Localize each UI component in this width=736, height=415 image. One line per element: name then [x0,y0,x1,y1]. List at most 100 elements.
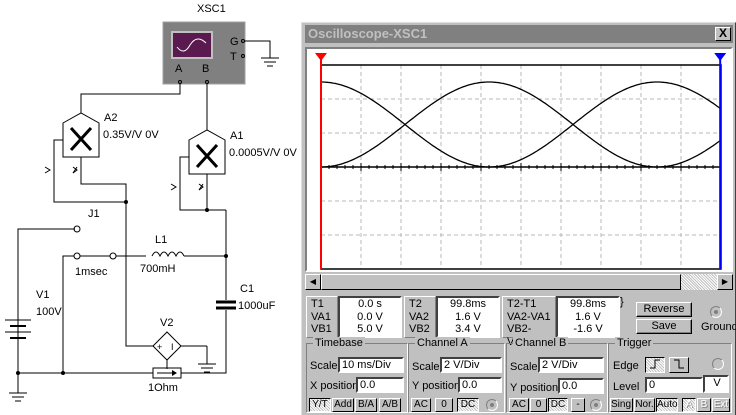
channel-a-group: Channel A Scale 2 V/Div Y position 0.0 A… [408,337,505,413]
channel-b-ypos-label: Y position [510,382,559,394]
terminal-b: B [202,63,209,75]
scope-screen [305,47,733,272]
rising-edge-button[interactable] [645,357,665,373]
channel-a-ac-button[interactable]: AC [411,398,431,412]
trigger-auto-button[interactable]: Auto [656,398,678,412]
channel-b-zero-button[interactable]: 0 [530,398,547,412]
value-t1: 0.0 s [358,298,382,310]
value-t2-t1: 99.8ms [569,298,607,310]
ground-label: Ground [701,321,736,333]
label-vb2: VB2 [409,323,430,335]
channel-b-ac-button[interactable]: AC [509,398,529,412]
a1-value: 0.0005V/V 0V [229,147,298,159]
value-vb1: 5.0 V [357,323,383,335]
channel-a-ypos-label: Y position [412,380,461,392]
reverse-button[interactable]: Reverse [636,302,692,317]
x-position-field[interactable]: 0.0 [356,377,404,393]
mode-yt-button[interactable]: Y/T [309,398,331,412]
waveform-channel-a [321,81,722,168]
label-t2-t1: T2-T1 [507,298,537,310]
level-label: Level [613,381,640,393]
trigger-single-button[interactable]: Sing. [610,398,634,412]
trigger-source-b-button[interactable]: B [697,398,711,412]
value-va2: 1.6 V [455,310,481,323]
value-va1: 0.0 V [357,310,383,323]
channel-a-title: Channel A [415,337,470,349]
value-vb2: 3.4 V [455,323,481,335]
channel-b-scale-label: Scale [510,361,538,373]
trigger-source-ext-button[interactable]: Ext [712,398,730,412]
ground-radio[interactable] [710,306,722,318]
readout-diff: T2-T1 VA2-VA1 VB2-VB1 99.8ms 1.6 V -1.6 … [502,296,624,348]
timebase-title: Timebase [313,337,365,349]
x-position-label: X position [310,380,359,392]
circuit-schematic: XSC1 G T A B [5,3,298,402]
label-t2: T2 [409,298,422,310]
level-field[interactable]: 0 [645,377,703,393]
rising-edge-icon [650,359,660,369]
scroll-thumb[interactable] [321,274,681,290]
trigger-group: Trigger Edge Level 0 V Sing. Nor. Auto A… [608,337,732,413]
v2-ref: V2 [160,317,173,329]
mode-add-button[interactable]: Add [332,398,354,412]
channel-b-dc-button[interactable]: DC [548,398,568,412]
channel-b-title: Channel B [513,337,569,349]
svg-text:+: + [157,342,162,352]
channel-a-ypos-field[interactable]: 0.0 [458,377,502,393]
channel-a-scale-label: Scale [412,361,440,373]
timebase-scale-field[interactable]: 10 ms/Div [338,357,404,373]
trigger-radio[interactable] [712,358,724,370]
oscilloscope-component[interactable]: G T A B [162,21,246,85]
readout-t2: T2 VA2 VB2 99.8ms 1.6 V 3.4 V [404,296,500,338]
terminal-g: G [230,36,239,48]
channel-b-radio[interactable] [590,399,602,411]
window-titlebar[interactable]: Oscilloscope-XSC1 X [305,25,733,43]
edge-label: Edge [613,360,639,372]
window-title: Oscilloscope-XSC1 [308,26,428,41]
waveform-channel-b [321,81,722,168]
channel-b-invert-button[interactable]: - [571,398,585,412]
timebase-group: Timebase Scale 10 ms/Div X position 0.0 … [306,337,408,413]
trigger-normal-button[interactable]: Nor. [634,398,655,412]
scroll-right-button[interactable]: ▶ [717,274,733,290]
channel-a-radio[interactable] [486,399,498,411]
a2-ref: A2 [104,112,117,124]
l1-value: 700mH [140,263,176,275]
cursor-t1-handle [315,53,327,61]
level-unit[interactable]: V [703,375,729,393]
close-button[interactable]: X [715,27,731,41]
terminal-t: T [230,51,237,63]
waveform-plot [315,53,727,270]
label-va2: VA2 [409,310,429,323]
mode-ab-button[interactable]: A/B [379,398,401,412]
scroll-track[interactable] [321,274,717,290]
label-va1: VA1 [311,310,331,323]
resistor-value: 1Ohm [148,382,178,394]
falling-edge-button[interactable] [669,357,689,373]
trigger-source-a-button[interactable]: A [682,398,696,412]
label-va2-va1: VA2-VA1 [507,310,551,323]
scroll-left-button[interactable]: ◀ [305,274,321,290]
l1-ref: L1 [155,234,167,246]
a1-ref: A1 [230,130,243,142]
channel-b-ypos-field[interactable]: 0.0 [558,378,604,394]
falling-edge-icon [674,359,684,369]
oscilloscope-ref: XSC1 [197,3,226,15]
channel-a-zero-button[interactable]: 0 [435,398,453,412]
channel-a-scale-field[interactable]: 2 V/Div [440,357,502,373]
channel-b-group: Channel B Scale 2 V/Div Y position 0.0 A… [506,337,608,413]
mode-ba-button[interactable]: B/A [355,398,377,412]
save-button[interactable]: Save [636,319,692,334]
svg-text:I: I [171,342,174,352]
value-va2-va1: 1.6 V [575,310,601,323]
timebase-scale-label: Scale [310,360,338,372]
horizontal-scrollbar[interactable]: ◀ ▶ [305,274,733,290]
a2-value: 0.35V/V 0V [103,129,159,141]
terminal-a: A [175,63,183,75]
j1-value: 1msec [75,266,108,278]
j1-ref: J1 [88,208,100,220]
channel-a-dc-button[interactable]: DC [457,398,479,412]
trigger-title: Trigger [615,337,654,349]
c1-ref: C1 [240,283,254,295]
channel-b-scale-field[interactable]: 2 V/Div [538,357,604,373]
